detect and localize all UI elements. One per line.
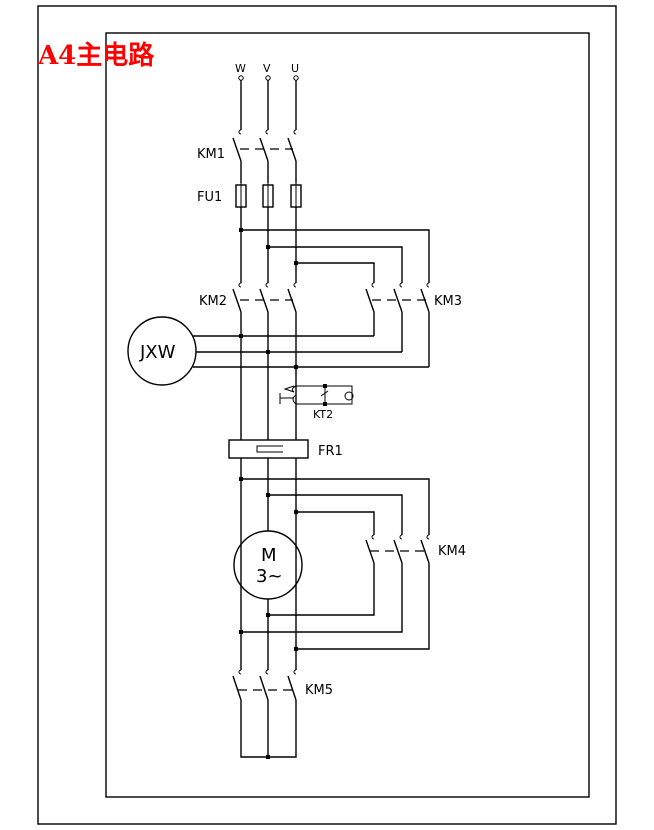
contact	[259, 129, 269, 183]
km3-contacts	[365, 282, 430, 367]
contact	[287, 129, 297, 183]
motor-label-phase: 3~	[256, 566, 283, 587]
terminal-v	[265, 75, 271, 81]
terminal-w	[238, 75, 244, 81]
km3-bus	[239, 228, 430, 283]
kt2-relay: KT2	[279, 384, 354, 421]
terminal-u	[293, 75, 299, 81]
contact	[232, 129, 242, 183]
phase-label-u: U	[291, 62, 299, 75]
km4-bus	[239, 477, 430, 535]
supply-lines	[240, 80, 297, 130]
motor-label-m: M	[261, 545, 277, 566]
kt2-label: KT2	[313, 408, 333, 421]
motor: M 3~	[233, 530, 303, 600]
outer-frame	[37, 5, 617, 825]
phase-label-v: V	[263, 62, 271, 75]
main-lines-lower	[240, 458, 297, 670]
jxw-unit: JXW	[127, 316, 429, 386]
km5-label: KM5	[305, 683, 333, 698]
main-lines-middle	[240, 312, 297, 440]
fr1-label: FR1	[318, 444, 343, 459]
phase-label-w: W	[235, 62, 246, 75]
km5-contacts	[232, 669, 297, 759]
fu1-fuses	[235, 183, 302, 209]
inner-frame	[105, 32, 590, 798]
km1-contacts	[232, 129, 297, 183]
km4-label: KM4	[438, 544, 466, 559]
km4-contacts	[239, 534, 430, 651]
terminals	[238, 75, 299, 81]
km1-label: KM1	[197, 147, 225, 162]
jxw-label: JXW	[139, 342, 176, 363]
diagram-title: A4主电路	[37, 40, 155, 71]
phase-labels: W V U	[235, 62, 299, 75]
km2-contacts	[232, 282, 297, 313]
km3-label: KM3	[434, 294, 462, 309]
km2-label: KM2	[199, 294, 227, 309]
fr1-thermal-relay: FR1	[228, 439, 343, 459]
fu1-label: FU1	[197, 190, 222, 205]
